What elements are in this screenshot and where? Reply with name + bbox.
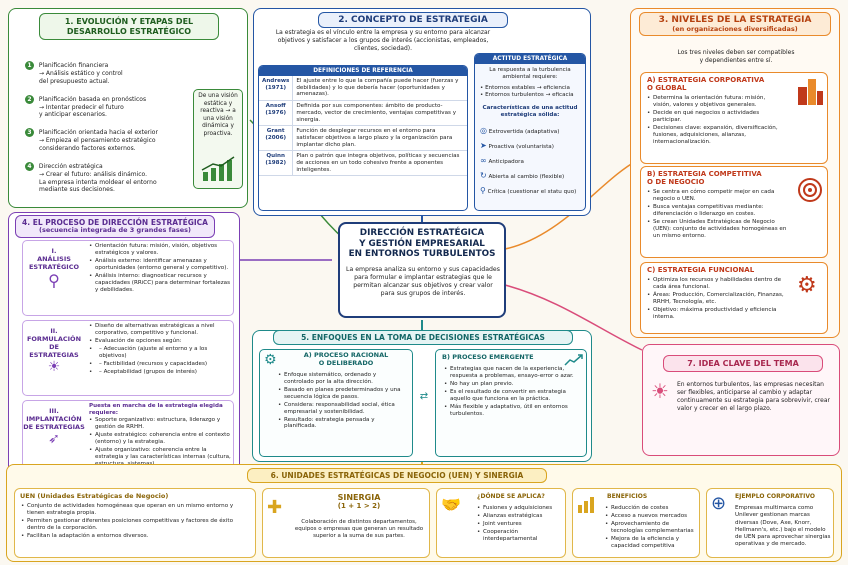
evolucion-list: 1 Planificación financiera → Análisis es… <box>25 61 185 194</box>
handshake-icon: 🤝 <box>441 495 461 514</box>
nivel-item: Decide en qué negocios o actividades par… <box>647 110 785 124</box>
stage-2: 2 Planificación basada en pronósticos → … <box>25 94 185 120</box>
central-body: La empresa analiza su entorno y sus capa… <box>346 266 500 298</box>
proceso-emergente: B) PROCESO EMERGENTE Estrategias que nac… <box>435 349 587 457</box>
nivel-item: Optimiza los recursos y habilidades dent… <box>647 277 787 291</box>
section-2-title: 2. CONCEPTO DE ESTRATEGIA <box>318 12 508 28</box>
def-row: Grant(2006)Función de desplegar recursos… <box>259 125 467 152</box>
nivel-item: Decisiones clave: expansión, diversifica… <box>647 125 785 146</box>
actitud-item: ↻ Abierta al cambio (flexible) <box>480 171 565 181</box>
nivel-item: Se centra en cómo competir mejor en cada… <box>647 189 787 203</box>
buildings-icon <box>798 79 823 105</box>
sinergia-card: ✚ SINERGIA (1 + 1 > 2) Colaboración de d… <box>262 488 430 558</box>
beneficios-card: BENEFICIOS Reducción de costes Acceso a … <box>572 488 700 558</box>
niveles-intro: Los tres niveles deben ser compatibles y… <box>677 49 795 65</box>
idea-clave-body: En entornos turbulentos, las empresas ne… <box>677 381 830 413</box>
section-1-title: 1. EVOLUCIÓN Y ETAPAS DEL DESARROLLO EST… <box>39 13 219 41</box>
target-icon: ◎ <box>480 125 487 135</box>
fase-list: Orientación futura: misión, visión, obje… <box>89 243 231 295</box>
def-row: Ansoff(1976)Definida por sus componentes… <box>259 100 467 127</box>
bar-chart-icon <box>578 497 594 513</box>
definiciones-panel: DEFINICIONES DE REFERENCIA Andrews(1971)… <box>258 65 468 211</box>
stage-4: 4 Dirección estratégica → Crear el futur… <box>25 161 185 194</box>
concepto-intro: La estrategia es el vínculo entre la emp… <box>275 29 491 52</box>
gears-icon: ⚙ <box>797 273 817 298</box>
actitud-item: ∞ Anticipadora <box>480 155 524 165</box>
uen-card: UEN (Unidades Estratégicas de Negocio) C… <box>14 488 256 558</box>
stage-1: 1 Planificación financiera → Análisis es… <box>25 61 185 86</box>
rocket-icon: ➶ <box>48 431 60 447</box>
brain-gear-icon: ⚙ <box>264 352 277 368</box>
section-4-title: 4. EL PROCESO DE DIRECCIÓN ESTRATÉGICA (… <box>15 215 215 238</box>
vision-note: De una visión estática y reactiva → a un… <box>193 89 243 189</box>
binoculars-icon: ∞ <box>480 155 487 165</box>
def-row: Quinn(1982)Plan o patrón que integra obj… <box>259 150 467 177</box>
puzzle-icon: ✚ <box>267 497 283 518</box>
trend-icon <box>564 354 583 366</box>
nivel-item: Determina la orientación futura: misión,… <box>647 95 785 109</box>
magnifier-icon: ⚲ <box>48 271 60 290</box>
lightbulb-icon: ☀ <box>651 379 669 403</box>
nivel-item: Áreas: Producción, Comercialización, Fin… <box>647 292 787 306</box>
nivel-funcional: C) ESTRATEGIA FUNCIONAL Optimiza los rec… <box>640 262 828 334</box>
fase-list: Soporte organizativo: estructura, lidera… <box>89 417 231 469</box>
actitud-item: ➤ Proactiva (voluntarista) <box>480 140 554 150</box>
double-arrow-icon: ⇄ <box>419 391 429 402</box>
lightbulb-icon: ☀ <box>47 359 61 375</box>
section-enfoques: 5. ENFOQUES EN LA TOMA DE DECISIONES EST… <box>252 330 592 462</box>
central-topic: DIRECCIÓN ESTRATÉGICA Y GESTIÓN EMPRESAR… <box>338 222 506 318</box>
section-evolucion: 1. EVOLUCIÓN Y ETAPAS DEL DESARROLLO EST… <box>8 8 248 208</box>
def-row: Andrews(1971)El ajuste entre lo que la c… <box>259 76 467 102</box>
section-3-title: 3. NIVELES DE LA ESTRATEGIA (en organiza… <box>639 12 831 36</box>
actitud-panel: ACTITUD ESTRATÉGICA La respuesta a la tu… <box>474 53 586 211</box>
section-7-title: 7. IDEA CLAVE DEL TEMA <box>663 355 823 372</box>
definiciones-table: Andrews(1971)El ajuste entre lo que la c… <box>259 76 467 177</box>
runner-icon: ➤ <box>480 140 487 150</box>
globe-icon: ⊕ <box>711 493 727 514</box>
nivel-item: Se crean Unidades Estratégicas de Negoci… <box>647 219 787 240</box>
stage-3: 3 Planificación orientada hacia el exter… <box>25 128 185 153</box>
growth-chart-icon <box>201 156 235 181</box>
actitud-item: ◎ Extrovertida (adaptativa) <box>480 125 560 135</box>
target-icon <box>798 178 822 202</box>
refresh-icon: ↻ <box>480 171 487 181</box>
section-concepto: 2. CONCEPTO DE ESTRATEGIA La estrategia … <box>253 8 591 216</box>
central-title: DIRECCIÓN ESTRATÉGICA Y GESTIÓN EMPRESAR… <box>348 228 496 260</box>
nivel-item: Objetivo: máxima productividad y eficien… <box>647 307 787 321</box>
magnifier-icon: ⚲ <box>480 186 486 196</box>
donde-card: 🤝 ¿DÓNDE SE APLICA? Fusiones y adquisici… <box>436 488 566 558</box>
fase-list: Diseño de alternativas estratégicas a ni… <box>89 323 231 377</box>
actitud-item: ⚲ Crítica (cuestionar el statu quo) <box>480 186 577 196</box>
ejemplo-card: ⊕ EJEMPLO CORPORATIVO Empresas multimarc… <box>706 488 834 558</box>
nivel-item: Busca ventajas competitivas mediante: di… <box>647 204 787 218</box>
section-idea-clave: 7. IDEA CLAVE DEL TEMA ☀ En entornos tur… <box>642 344 840 456</box>
section-5-title: 5. ENFOQUES EN LA TOMA DE DECISIONES EST… <box>273 330 573 345</box>
section-6-title: 6. UNIDADES ESTRATÉGICAS DE NEGOCIO (UEN… <box>247 468 547 483</box>
